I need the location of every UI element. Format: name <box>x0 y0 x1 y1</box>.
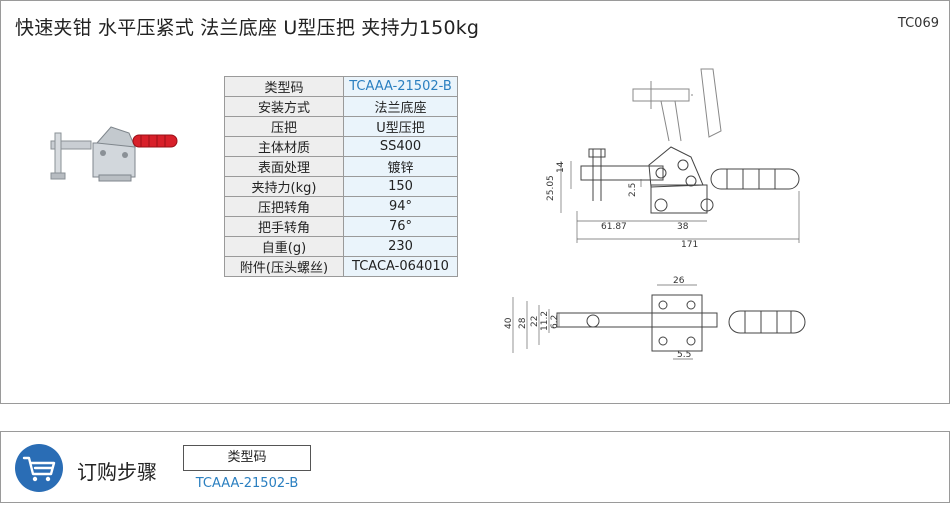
dim-14: 14 <box>556 161 566 173</box>
spec-value: SS400 <box>343 136 458 157</box>
spec-key: 把手转角 <box>224 216 344 237</box>
dim-5-5: 5.5 <box>677 350 691 360</box>
spec-row: 附件(压头螺丝)TCACA-064010 <box>224 256 458 277</box>
product-code: TC069 <box>897 16 939 31</box>
spec-row: 自重(g)230 <box>224 236 458 257</box>
dim-61-87: 61.87 <box>601 222 627 232</box>
spec-value: 150 <box>343 176 458 197</box>
top-view-drawing: 26 40 28 22 11.2 6.2 5.5 <box>504 276 806 360</box>
dim-11-2: 11.2 <box>540 311 550 331</box>
order-title: 订购步骤 <box>77 460 157 484</box>
order-section: 订购步骤 类型码 TCAAA-21502-B <box>0 431 950 503</box>
spec-key: 表面处理 <box>224 156 344 177</box>
product-photo <box>50 126 178 182</box>
order-type-code-value: TCAAA-21502-B <box>195 476 299 491</box>
order-type-code-header: 类型码 <box>183 445 311 471</box>
dim-2-5: 2.5 <box>628 183 638 197</box>
dim-25-05: 25.05 <box>546 175 556 201</box>
cart-icon <box>15 444 63 492</box>
spec-key: 自重(g) <box>224 236 344 257</box>
dim-6-2: 6.2 <box>550 315 560 329</box>
dim-28: 28 <box>518 317 528 329</box>
spec-value: TCAAA-21502-B <box>343 76 458 97</box>
spec-value: U型压把 <box>343 116 458 137</box>
spec-value: 230 <box>343 236 458 257</box>
spec-row: 夹持力(kg)150 <box>224 176 458 197</box>
spec-value: 法兰底座 <box>343 96 458 117</box>
spec-value: 76° <box>343 216 458 237</box>
spec-row: 安装方式法兰底座 <box>224 96 458 117</box>
spec-value: 94° <box>343 196 458 217</box>
dim-38: 38 <box>677 222 689 232</box>
spec-key: 安装方式 <box>224 96 344 117</box>
spec-key: 夹持力(kg) <box>224 176 344 197</box>
spec-key: 附件(压头螺丝) <box>224 256 344 277</box>
spec-key: 主体材质 <box>224 136 344 157</box>
dim-22: 22 <box>530 316 540 327</box>
dim-171: 171 <box>681 240 698 250</box>
spec-key: 压把转角 <box>224 196 344 217</box>
spec-key: 压把 <box>224 116 344 137</box>
spec-row: 表面处理镀锌 <box>224 156 458 177</box>
dim-40: 40 <box>504 317 514 329</box>
spec-value: TCACA-064010 <box>343 256 458 277</box>
page-title: 快速夹钳 水平压紧式 法兰底座 U型压把 夹持力150kg <box>15 17 480 39</box>
spec-value: 镀锌 <box>343 156 458 177</box>
dim-26: 26 <box>673 276 685 286</box>
spec-key: 类型码 <box>224 76 344 97</box>
side-view-drawing: 14 25.05 2.5 61.87 38 171 <box>546 68 800 250</box>
